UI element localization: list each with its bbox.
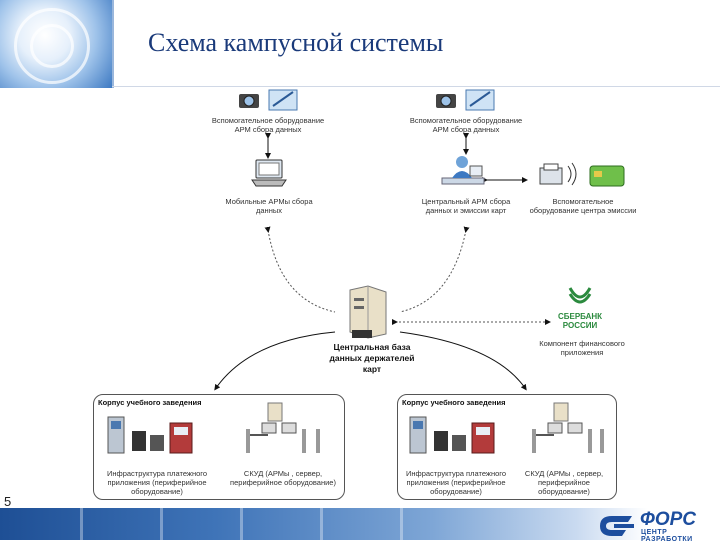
fors-logo-subtitle: ЦЕНТР РАЗРАБОТКИ (641, 529, 693, 543)
campus-panel-right: Корпус учебного заведения Инфраструктура… (397, 394, 617, 500)
sberbank-logo-icon (568, 287, 592, 304)
central-db-label: Центральная база данных держателей карт (329, 342, 415, 374)
access-control-icon (246, 402, 320, 453)
arrow-mobile-db (264, 226, 336, 313)
title-divider (112, 86, 720, 87)
camera-scanner-icon (239, 89, 298, 111)
fors-logo-icon (600, 516, 634, 536)
campus-panel-title: Корпус учебного заведения (402, 398, 506, 407)
footer-band (0, 508, 720, 540)
bank-name: СБЕРБАНК РОССИИ (548, 312, 612, 330)
footer-stripe (400, 508, 403, 540)
operator-workstation-icon (441, 156, 485, 185)
footer-stripe (160, 508, 163, 540)
central-arm-label: Центральный АРМ сбора данных и эмиссии к… (421, 197, 511, 215)
corner-decoration (0, 0, 114, 88)
decor-ring (30, 24, 74, 68)
arrow-db-right-campus (399, 331, 527, 391)
bank-name-line2: РОССИИ (562, 321, 598, 330)
campus-panel-left: Корпус учебного заведения Инфраструктура… (93, 394, 345, 500)
payment-infrastructure-label: Инфраструктура платежного приложения (пе… (107, 469, 207, 496)
campus-panel-title: Корпус учебного заведения (98, 398, 202, 407)
camera-scanner-icon (436, 89, 495, 111)
footer-stripe (240, 508, 243, 540)
payment-terminals-icon (409, 416, 495, 454)
arrow-db-left-campus (214, 331, 336, 391)
bank-name-line1: СБЕРБАНК (557, 312, 603, 321)
aux-emission-label: Вспомогательное оборудование центра эмис… (529, 197, 637, 215)
bank-component-label: Компонент финансового приложения (539, 339, 625, 357)
access-control-icon (532, 402, 604, 453)
arrow-central-db (399, 226, 470, 313)
server-icon (349, 285, 387, 339)
aux-equipment-left-label: Вспомогательное оборудование АРМ сбора д… (211, 116, 325, 134)
card-printer-icon (539, 162, 625, 187)
slide-title: Схема кампусной системы (148, 28, 444, 57)
skud-label: СКУД (АРМы , сервер, периферийное оборуд… (524, 469, 604, 496)
mobile-arm-label: Мобильные АРМы сбора данных (225, 197, 313, 215)
laptop-icon (251, 159, 287, 187)
payment-terminals-icon (107, 416, 193, 454)
aux-equipment-center-label: Вспомогательное оборудование АРМ сбора д… (409, 116, 523, 134)
payment-infrastructure-label: Инфраструктура платежного приложения (пе… (406, 469, 506, 496)
skud-label: СКУД (АРМы , сервер, периферийное оборуд… (230, 469, 336, 487)
footer-stripe (80, 508, 83, 540)
footer-stripe (320, 508, 323, 540)
decor-ring (14, 8, 90, 84)
page-number: 5 (4, 494, 12, 509)
fors-logo-text: ФОРС (640, 509, 697, 530)
